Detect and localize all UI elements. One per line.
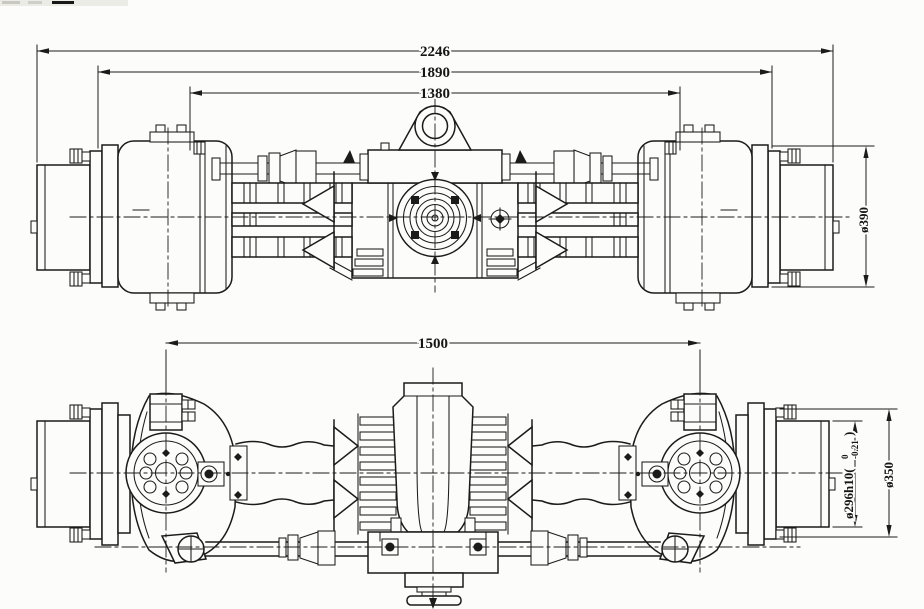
bottom-view: 1500 ø296h10( 0 -0.21 ) ø350: [30, 334, 898, 609]
dim-label-hub-fit-main: ø296h10(: [841, 468, 856, 519]
dim-label-kingpin-span: 1500: [418, 336, 448, 352]
dim-label-drum-diameter: ø390: [856, 207, 871, 233]
top-view: 2246 1890 1380 ø390: [30, 42, 875, 311]
dim-drum-flange: [779, 408, 898, 538]
scan-artifact: [0, 0, 128, 6]
inspection-plug: [488, 207, 512, 231]
dim-drum-diameter: [771, 145, 875, 288]
dim-label-hub-fit-close: ): [841, 432, 856, 436]
dim-label-flange-span: 1890: [420, 65, 450, 81]
dim-label-overall-width: 2246: [420, 44, 451, 60]
dim-label-hub-fit-lower: -0.21: [850, 440, 860, 459]
dim-label-hub-fit-upper: 0: [840, 454, 850, 459]
dim-label-drum-flange: ø350: [881, 462, 896, 488]
dim-hub-fit: [832, 420, 863, 528]
centerline-arrow: [429, 598, 437, 609]
dim-label-inner-span: 1380: [420, 86, 450, 102]
